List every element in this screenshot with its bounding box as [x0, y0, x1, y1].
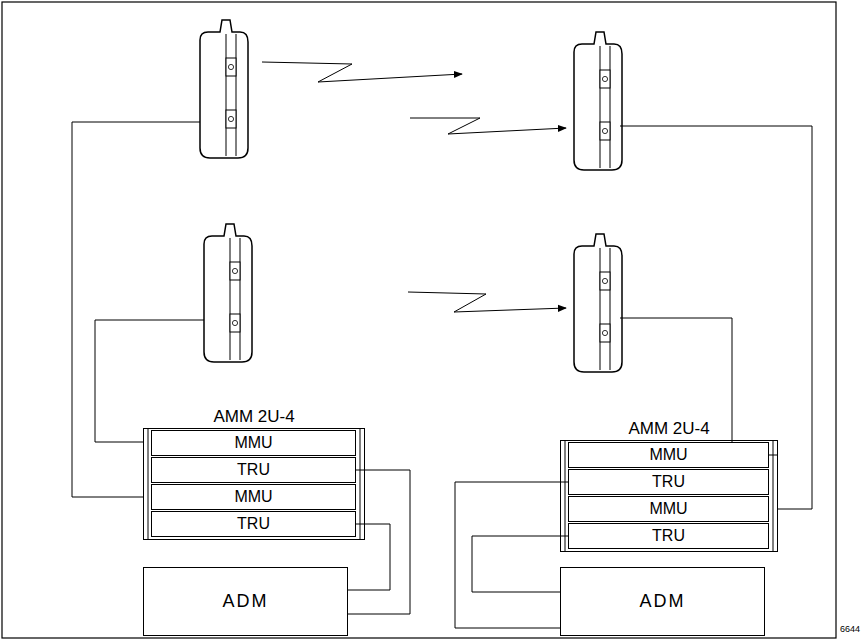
rack-heading: AMM 2U-4 [213, 407, 294, 427]
unit-label: ADM [223, 591, 269, 612]
interface-cable [472, 536, 568, 592]
radio-unit [574, 32, 622, 170]
frame [2, 2, 836, 638]
figure-number: 6644 [840, 624, 860, 634]
modem-unit: MMU [568, 496, 769, 522]
feeder-cable [72, 122, 812, 509]
unit-label: MMU [649, 500, 687, 518]
unit-label: MMU [234, 434, 272, 452]
unit-label: ADM [640, 591, 686, 612]
rack-heading: AMM 2U-4 [628, 419, 709, 439]
unit-label: TRU [237, 515, 270, 533]
rack-chassis: AMM 2U-4MMUTRUMMUTRU [143, 428, 365, 540]
traffic-unit: TRU [151, 457, 356, 483]
traffic-unit: TRU [151, 511, 356, 537]
traffic-unit: TRU [568, 469, 769, 495]
interface-cable [455, 482, 568, 628]
modem-unit: MMU [568, 442, 769, 468]
interface-cable [348, 470, 410, 614]
multiplexer-box: ADM [560, 567, 765, 636]
radio-unit [204, 224, 252, 362]
unit-label: TRU [652, 473, 685, 491]
unit-label: MMU [649, 446, 687, 464]
radio-unit [574, 234, 622, 372]
rack-chassis: AMM 2U-4MMUTRUMMUTRU [560, 440, 778, 552]
traffic-unit: TRU [568, 523, 769, 549]
rack-ear [148, 428, 773, 552]
unit-label: TRU [237, 461, 270, 479]
radio-link [262, 62, 566, 312]
radio-unit [200, 20, 248, 158]
unit-label: TRU [652, 527, 685, 545]
modem-unit: MMU [151, 484, 356, 510]
multiplexer-box: ADM [143, 567, 348, 636]
unit-label: MMU [234, 488, 272, 506]
modem-unit: MMU [151, 430, 356, 456]
